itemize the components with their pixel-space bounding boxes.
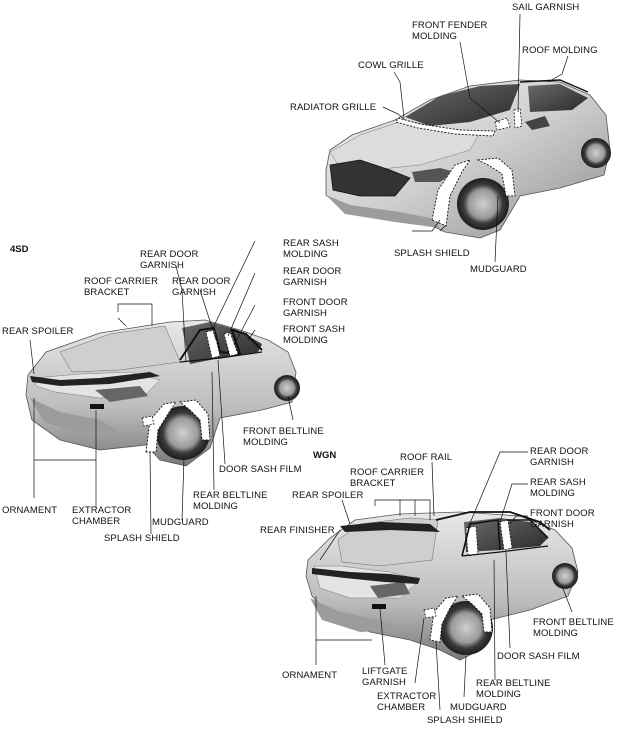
label-sedan-rear-spoiler: REAR SPOILER <box>2 326 74 337</box>
label-wagon-front-door-garnish: FRONT DOOR GARNISH <box>530 508 595 530</box>
front-mudguard-outline <box>476 157 516 197</box>
wagon-extractor-dashed <box>423 607 437 619</box>
label-wagon-roof-carrier-bracket: ROOF CARRIER BRACKET <box>350 467 425 489</box>
sedan-extractor-dashed <box>141 415 155 427</box>
wagon-sash-moldings <box>461 519 549 557</box>
label-front-fender-molding: FRONT FENDER MOLDING <box>412 20 488 42</box>
wagon-door-garnish-dashed <box>465 519 513 557</box>
wagon-splash-shield-dashed <box>429 595 459 643</box>
label-sedan-mudguard: MUDGUARD <box>152 517 209 528</box>
label-wagon-roof-rail: ROOF RAIL <box>400 452 453 463</box>
sedan-car-bumper <box>30 398 120 434</box>
label-sedan-front-sash-molding: FRONT SASH MOLDING <box>283 324 346 346</box>
label-sedan-rear-sash-molding: REAR SASH MOLDING <box>283 238 339 260</box>
wagon-car-rear-wheel <box>439 601 493 655</box>
front-cowl-grille-outline <box>395 117 496 137</box>
label-sedan-front-beltline-molding: FRONT BELTLINE MOLDING <box>243 426 324 448</box>
label-sedan-ornament: ORNAMENT <box>2 505 58 516</box>
sedan-mudguard-dashed <box>178 399 211 441</box>
label-wagon-rear-door-garnish: REAR DOOR GARNISH <box>530 446 589 468</box>
label-front-roof-molding: ROOF MOLDING <box>522 45 598 56</box>
sedan-rear-spoiler-bar <box>30 372 160 386</box>
wagon-rear-finisher-bar <box>312 568 420 584</box>
sedan-leader-lines <box>29 240 294 535</box>
sedan-car-rear-wheel <box>156 406 210 460</box>
sedan-section-tag: 4SD <box>10 244 29 255</box>
front-car-headlight <box>412 168 455 182</box>
wagon-car <box>305 451 579 711</box>
front-car-rear-wheel <box>581 138 611 168</box>
front-fender-molding-outline <box>494 117 511 131</box>
sedan-car <box>25 240 300 535</box>
front-car <box>325 13 611 263</box>
label-wagon-liftgate-garnish: LIFTGATE GARNISH <box>362 666 408 688</box>
label-sedan-rear-beltline-molding: REAR BELTLINE MOLDING <box>193 490 268 512</box>
front-car-front-wheel <box>457 178 509 230</box>
sedan-beltline <box>179 351 263 363</box>
wagon-roof-rail <box>435 511 551 531</box>
label-wagon-mudguard: MUDGUARD <box>450 702 507 713</box>
label-wagon-ornament: ORNAMENT <box>282 670 338 681</box>
label-wagon-rear-beltline-molding: REAR BELTLINE MOLDING <box>476 678 551 700</box>
front-splash-shield-outline <box>431 159 472 227</box>
front-car-grille <box>329 159 411 197</box>
front-car-bumper <box>326 195 440 228</box>
wagon-beltline <box>461 545 549 557</box>
label-front-radiator-grille: RADIATOR GRILLE <box>290 102 377 113</box>
front-car-mirror <box>525 116 550 130</box>
wagon-section-tag: WGN <box>313 450 337 461</box>
label-front-splash-shield: SPLASH SHIELD <box>394 248 470 259</box>
label-sedan-extractor-chamber: EXTRACTOR CHAMBER <box>72 505 132 527</box>
sedan-door-garnish-dashed <box>205 329 239 359</box>
wagon-car-bumper <box>310 598 400 632</box>
label-sedan-splash-shield: SPLASH SHIELD <box>104 533 180 544</box>
label-sedan-door-sash-film: DOOR SASH FILM <box>219 464 302 475</box>
wagon-ornament-mark <box>372 604 386 609</box>
label-front-sail-garnish: SAIL GARNISH <box>512 2 580 13</box>
label-front-cowl-grille: COWL GRILLE <box>358 60 424 71</box>
wagon-leader-lines <box>315 451 573 711</box>
label-sedan-rear-door-garnish-1: REAR DOOR GARNISH <box>140 249 199 271</box>
label-wagon-rear-finisher: REAR FINISHER <box>260 525 335 536</box>
sedan-ornament-mark <box>90 404 104 409</box>
label-sedan-rear-door-garnish-2: REAR DOOR GARNISH <box>283 266 342 288</box>
label-wagon-splash-shield: SPLASH SHIELD <box>427 715 503 726</box>
wagon-rear-spoiler-bar <box>340 522 440 532</box>
front-leader-lines <box>382 13 569 263</box>
wagon-car-front-wheel <box>552 563 578 589</box>
wagon-car-taillight <box>370 582 410 598</box>
sedan-car-taillight <box>95 386 148 402</box>
label-sedan-roof-carrier-bracket: ROOF CARRIER BRACKET <box>84 276 159 298</box>
sedan-car-front-wheel <box>274 375 300 401</box>
wagon-mudguard-dashed <box>460 593 493 633</box>
front-car-side-glass <box>528 84 588 112</box>
label-wagon-extractor-chamber: EXTRACTOR CHAMBER <box>377 691 437 713</box>
label-wagon-door-sash-film: DOOR SASH FILM <box>497 651 580 662</box>
label-wagon-rear-spoiler: REAR SPOILER <box>292 490 364 501</box>
front-roof-molding-line <box>519 79 589 93</box>
label-wagon-front-beltline-molding: FRONT BELTLINE MOLDING <box>533 617 614 639</box>
label-wagon-rear-sash-molding: REAR SASH MOLDING <box>530 477 586 499</box>
label-sedan-rear-door-garnish-3: REAR DOOR GARNISH <box>172 276 231 298</box>
label-front-mudguard: MUDGUARD <box>470 264 527 275</box>
label-sedan-front-door-garnish: FRONT DOOR GARNISH <box>283 297 348 319</box>
